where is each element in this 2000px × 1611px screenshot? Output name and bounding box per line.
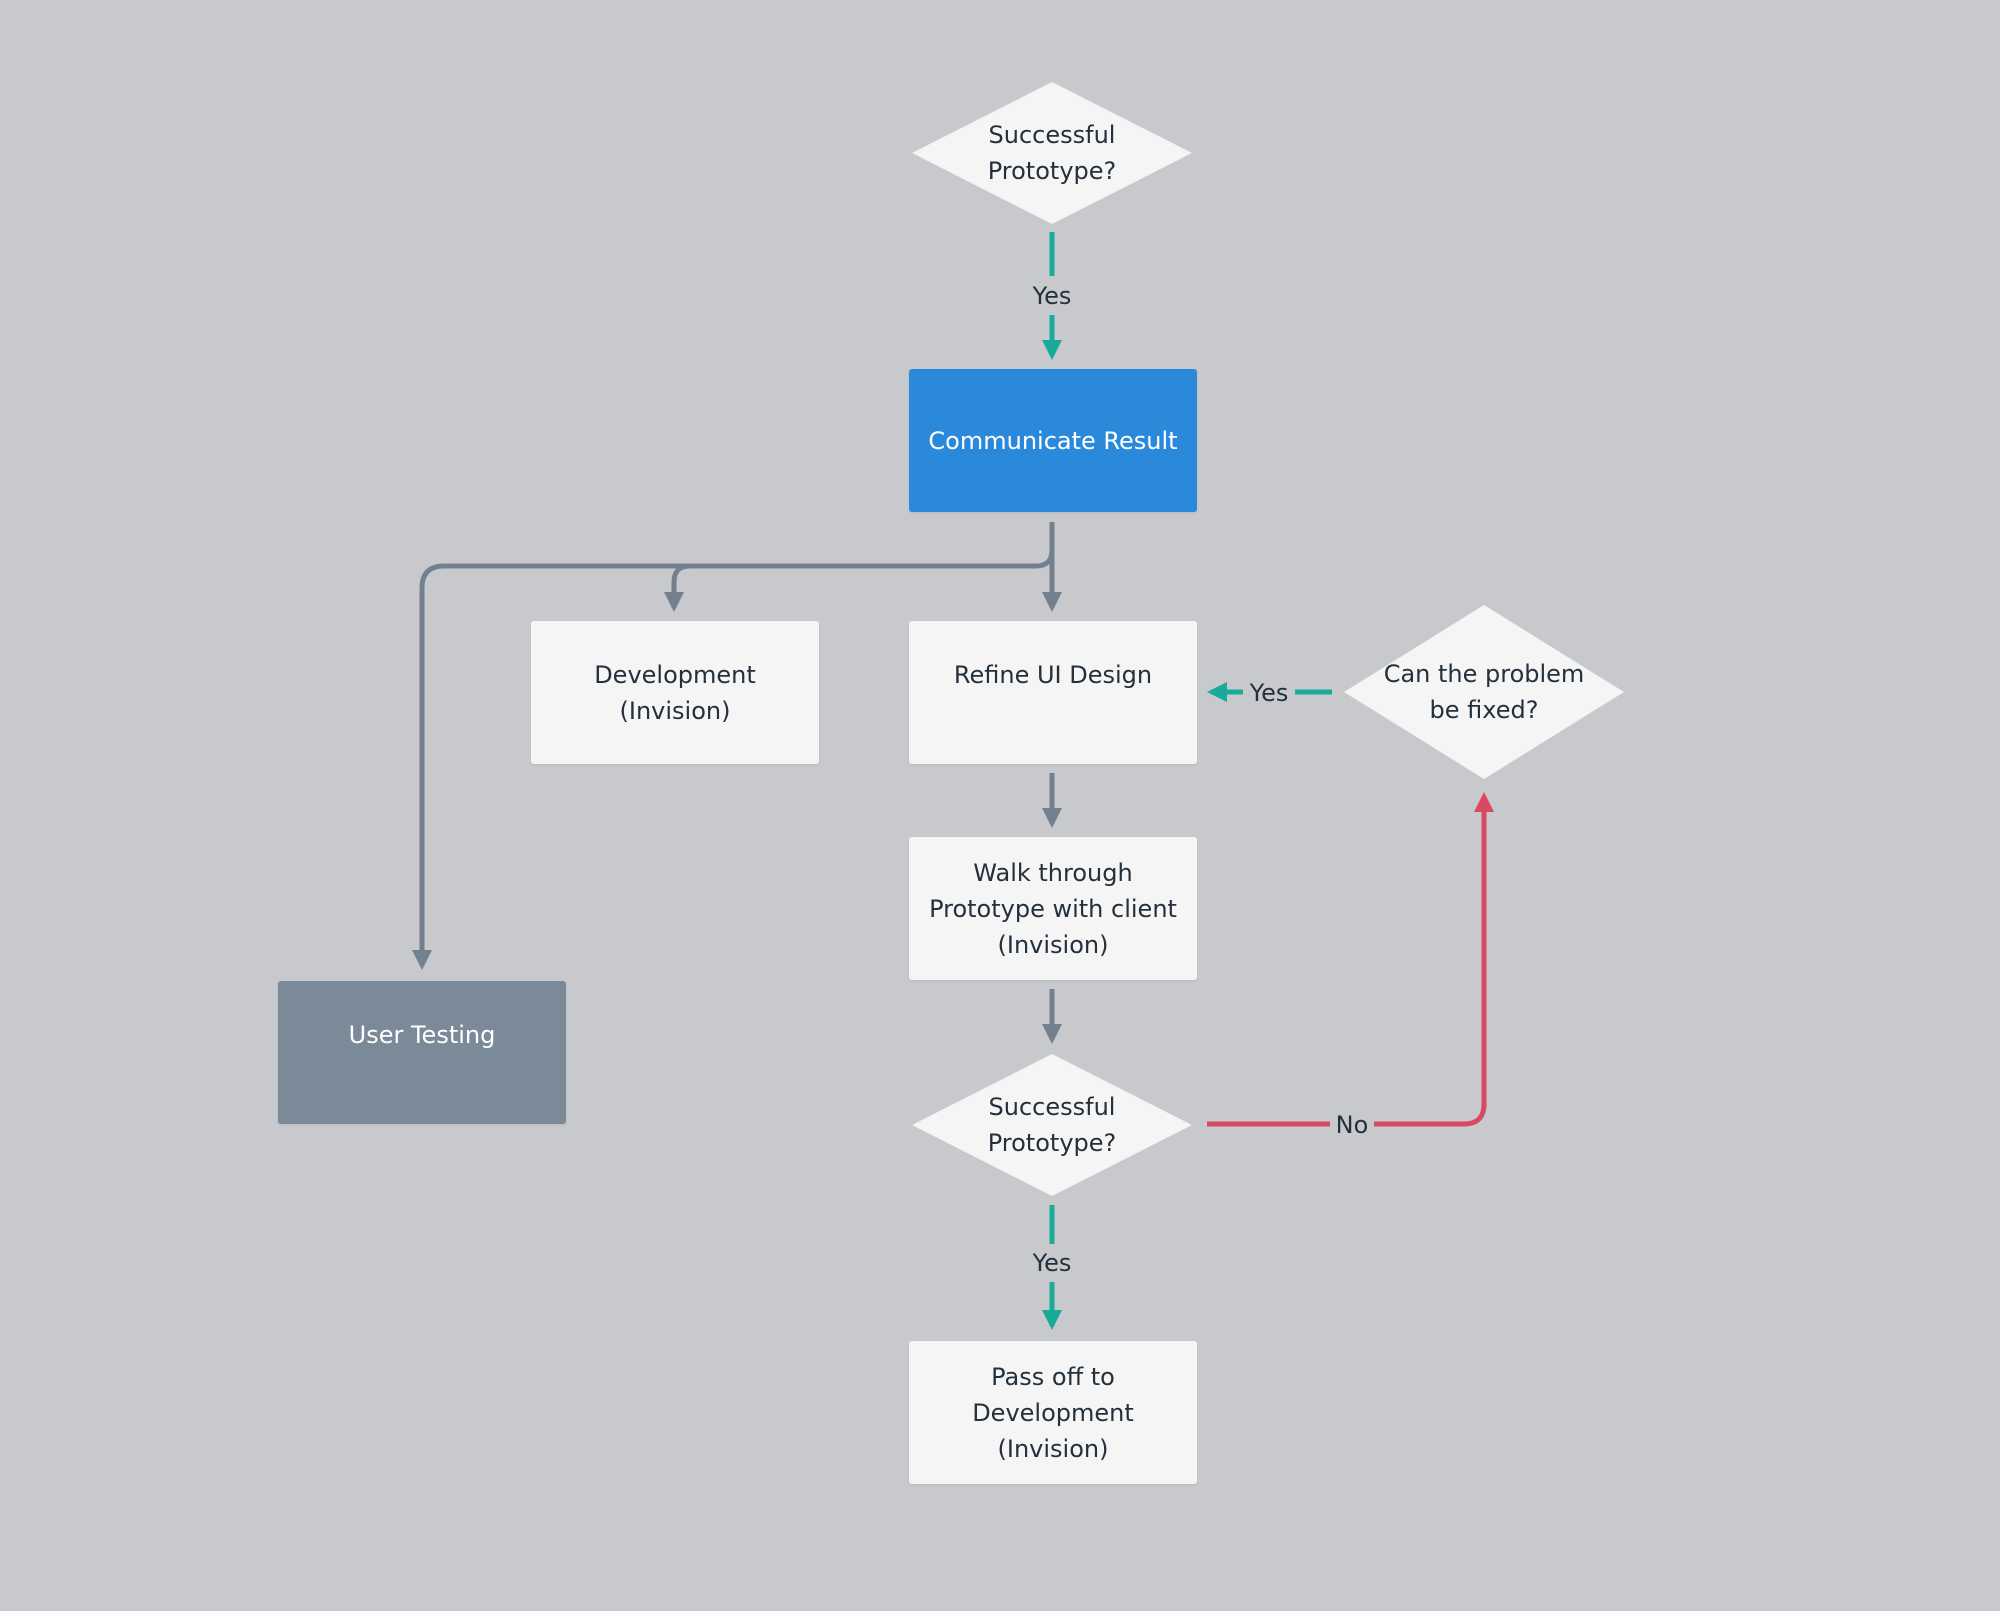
user-testing-label: User Testing [348,1021,496,1049]
edge-label-top-yes: Yes [1032,282,1072,310]
decision-successful-prototype-bottom: Successful Prototype? [910,1052,1194,1198]
edge-no-right [1374,792,1494,1127]
decision-successful-prototype-top: Successful Prototype? [910,80,1194,226]
communicate-result-label: Communicate Result [928,426,1178,455]
diamond-shape [1344,605,1624,779]
edge-label-fix-yes: Yes [1249,679,1289,707]
development-label: Development (Invision) [594,661,756,725]
walkthrough-label: Walk through Prototype with client (Invi… [929,858,1177,959]
user-testing-node: User Testing [278,981,566,1124]
edge-label-no: No [1335,1111,1369,1139]
communicate-result-node: Communicate Result [909,369,1197,512]
refine-ui-design-node: Refine UI Design [909,621,1197,764]
diamond-shape [912,82,1192,224]
diamond-shape [912,1054,1192,1196]
development-node: Development (Invision) [531,621,819,764]
edge-communicate-to-user-testing [412,563,690,970]
refine-ui-design-label: Refine UI Design [953,661,1153,689]
edge-label-bottom-yes: Yes [1032,1249,1072,1277]
pass-off-label: Pass off to Development (Invision) [972,1362,1134,1463]
pass-off-node: Pass off to Development (Invision) [909,1341,1197,1484]
decision-bottom-label: Successful Prototype? [987,1093,1117,1157]
decision-can-problem-be-fixed: Can the problem be fixed? [1342,603,1626,781]
walkthrough-node: Walk through Prototype with client (Invi… [909,837,1197,980]
decision-top-label: Successful Prototype? [987,121,1117,185]
can-fix-label: Can the problem be fixed? [1383,660,1585,724]
edge-communicate-to-development [664,522,1055,612]
